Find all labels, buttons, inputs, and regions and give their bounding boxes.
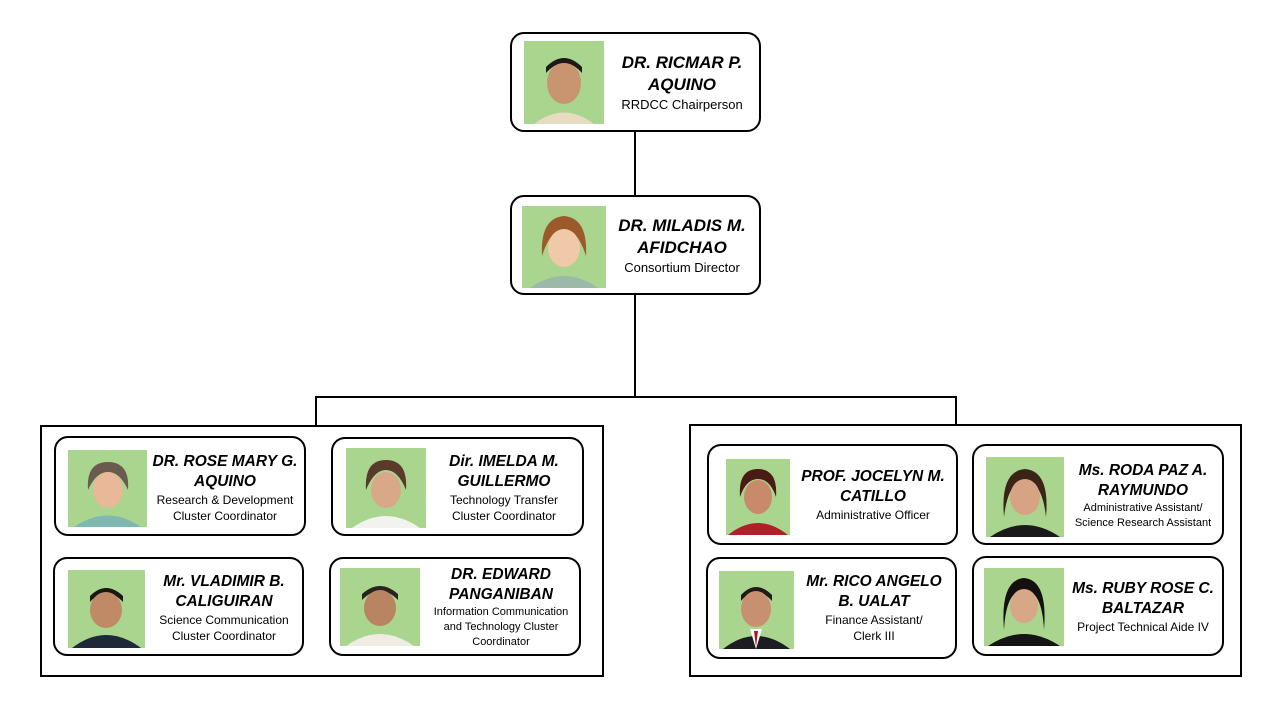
member-text: Ms. RODA PAZ A. RAYMUNDO Administrative … xyxy=(1066,456,1220,536)
chairperson-card: DR. RICMAR P. AQUINO RRDCC Chairperson xyxy=(510,32,761,132)
director-role: Consortium Director xyxy=(624,260,740,276)
connector-director-down xyxy=(634,294,636,398)
member-name: Mr. RICO ANGELO B. UALAT xyxy=(806,572,942,610)
chairperson-photo xyxy=(524,41,604,124)
member-text: DR. EDWARD PANGANIBAN Information Commun… xyxy=(423,561,579,653)
member-photo xyxy=(340,568,420,646)
connector-right-drop xyxy=(955,396,957,426)
member-card-finance-assistant: Mr. RICO ANGELO B. UALAT Finance Assista… xyxy=(706,557,957,659)
member-card-research-development: DR. ROSE MARY G. AQUINO Research & Devel… xyxy=(54,436,306,536)
director-name: DR. MILADIS M. AFIDCHAO xyxy=(618,216,746,258)
director-card: DR. MILADIS M. AFIDCHAO Consortium Direc… xyxy=(510,195,761,295)
member-text: DR. ROSE MARY G. AQUINO Research & Devel… xyxy=(148,446,302,530)
connector-horizontal xyxy=(315,396,957,398)
member-name: Ms. RUBY ROSE C. BALTAZAR xyxy=(1072,579,1214,617)
member-photo xyxy=(68,570,145,648)
member-name: DR. ROSE MARY G. AQUINO xyxy=(152,452,298,490)
member-card-project-technical-aide: Ms. RUBY ROSE C. BALTAZAR Project Techni… xyxy=(972,556,1224,656)
member-card-technology-transfer: Dir. IMELDA M. GUILLERMO Technology Tran… xyxy=(331,437,584,536)
member-card-ict: DR. EDWARD PANGANIBAN Information Commun… xyxy=(329,557,581,656)
member-role: Administrative Officer xyxy=(816,508,930,523)
member-role: Research & Development Cluster Coordinat… xyxy=(156,492,294,524)
member-name: Mr. VLADIMIR B. CALIGUIRAN xyxy=(163,572,285,610)
member-role: Finance Assistant/ Clerk III xyxy=(825,612,923,644)
member-photo xyxy=(986,457,1064,537)
member-name: PROF. JOCELYN M. CATILLO xyxy=(801,467,945,505)
member-card-science-communication: Mr. VLADIMIR B. CALIGUIRAN Science Commu… xyxy=(53,557,304,656)
chairperson-text: DR. RICMAR P. AQUINO RRDCC Chairperson xyxy=(608,44,756,122)
director-photo xyxy=(522,206,606,288)
member-text: Mr. VLADIMIR B. CALIGUIRAN Science Commu… xyxy=(149,567,299,649)
connector-left-drop xyxy=(315,396,317,426)
member-text: Dir. IMELDA M. GUILLERMO Technology Tran… xyxy=(429,447,579,529)
member-role: Project Technical Aide IV xyxy=(1077,620,1209,635)
chairperson-name: DR. RICMAR P. AQUINO xyxy=(621,53,743,95)
member-name: Ms. RODA PAZ A. RAYMUNDO xyxy=(1078,462,1208,500)
member-card-administrative-assistant: Ms. RODA PAZ A. RAYMUNDO Administrative … xyxy=(972,444,1224,545)
member-text: PROF. JOCELYN M. CATILLO Administrative … xyxy=(793,458,953,532)
member-card-administrative-officer: PROF. JOCELYN M. CATILLO Administrative … xyxy=(707,444,958,545)
member-text: Ms. RUBY ROSE C. BALTAZAR Project Techni… xyxy=(1066,570,1220,644)
member-photo xyxy=(346,448,426,528)
member-photo xyxy=(726,459,790,535)
director-text: DR. MILADIS M. AFIDCHAO Consortium Direc… xyxy=(608,207,756,285)
connector-chair-director xyxy=(634,131,636,197)
member-name: Dir. IMELDA M. GUILLERMO xyxy=(449,452,559,490)
member-name: DR. EDWARD PANGANIBAN xyxy=(449,565,553,603)
member-photo xyxy=(719,571,794,649)
member-photo xyxy=(68,450,147,527)
chairperson-role: RRDCC Chairperson xyxy=(621,97,743,113)
member-text: Mr. RICO ANGELO B. UALAT Finance Assista… xyxy=(796,567,952,649)
member-photo xyxy=(984,568,1064,646)
member-role: Administrative Assistant/ Science Resear… xyxy=(1074,502,1212,530)
member-role: Science Communication Cluster Coordinato… xyxy=(159,612,289,644)
member-role: Information Communication and Technology… xyxy=(433,605,569,648)
member-role: Technology Transfer Cluster Coordinator xyxy=(449,492,559,524)
